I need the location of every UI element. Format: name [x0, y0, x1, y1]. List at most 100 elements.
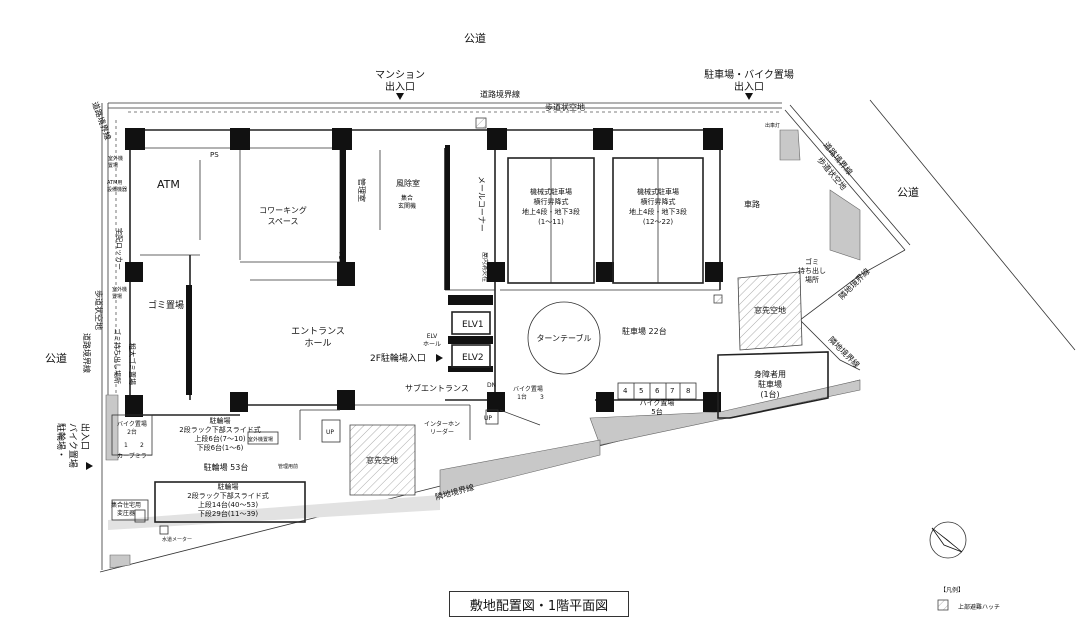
- bike-slot-8: 8: [686, 387, 690, 395]
- rack2-lower: 下段29台(11～39): [198, 509, 258, 518]
- parking-entrance-1: 駐車場・バイク置場: [704, 68, 794, 81]
- bike-left-1: バイク置場: [117, 420, 147, 428]
- rack2-upper: 上段14台(40～53): [198, 500, 258, 509]
- outdoor-unit-2a: 室外機: [112, 286, 127, 293]
- mail-corner: メールコーナー: [477, 176, 486, 232]
- mech1-line4: (1～11): [538, 218, 564, 226]
- walkway-left: 歩道状空地: [94, 290, 104, 330]
- rack1-upper: 上段6台(7～10): [194, 434, 246, 443]
- coworking-2: スペース: [267, 217, 298, 226]
- road-boundary-left: 道路境界線: [82, 333, 92, 373]
- bike-slot-4: 4: [623, 387, 628, 395]
- accessible-1: 身障者用: [754, 369, 786, 379]
- gomi-mochidashi-2: 持ち出し: [798, 266, 826, 275]
- up-stairs-2: UP: [484, 415, 492, 422]
- shugo-genkan-2: 玄関機: [398, 202, 416, 210]
- mech2-line2: 横行昇降式: [641, 197, 676, 206]
- indoor-hydrant: 屋内消火栓: [481, 252, 489, 282]
- gomi-okiba: ゴミ置場: [148, 299, 184, 311]
- bike-small-2: 1台: [517, 393, 527, 401]
- accessible-parking: [717, 351, 829, 419]
- madosaki-2: 窓先空地: [366, 455, 398, 465]
- compass: [929, 521, 967, 559]
- legend-title: 【凡例】: [940, 586, 964, 594]
- madosaki-1: 窓先空地: [754, 305, 786, 315]
- fuujoshitsu: 風除室: [396, 178, 420, 188]
- road-boundary-top: 道路境界線: [480, 89, 520, 99]
- atm-equipment-2: 設備機器: [107, 186, 127, 193]
- legend: 【凡例】 上部避難ハッチ: [940, 586, 1000, 611]
- outdoor-unit-3: 室外機置場: [248, 436, 273, 443]
- bicycle-entrance-1: 駐輪場・: [55, 423, 67, 459]
- bike-small-3: 3: [540, 394, 544, 401]
- entrance-arrows: [86, 93, 753, 470]
- building-walls: [129, 129, 721, 440]
- bicycle-2f-entrance: 2F駐輪場入口: [370, 352, 426, 364]
- gomi-carry-out: ゴミ持ち出し場所: [113, 328, 122, 384]
- elevators: [451, 311, 491, 368]
- parking-labels: 機械式駐車場 横行昇降式 地上4段・地下3段 (1～11) 機械式駐車場 横行昇…: [366, 187, 826, 465]
- bike-left-num-1: 1: [124, 442, 128, 449]
- rack1-title: 駐輪場: [210, 416, 231, 425]
- outdoor-unit-1b: 置場: [108, 162, 118, 169]
- parking-entrance-2: 出入口: [734, 80, 764, 93]
- mech2-line3: 地上4段・地下3段: [629, 207, 687, 216]
- transformer-1: 集合住宅用: [111, 501, 141, 509]
- bicycle-entrance-3: 出入口: [79, 423, 91, 450]
- curve-mirror: カーブミラー: [117, 452, 153, 460]
- mechanical-parking: [507, 157, 704, 284]
- entrance-hall-2: ホール: [304, 338, 331, 349]
- rack2-title: 駐輪場: [218, 482, 239, 491]
- ps2: PS: [337, 252, 344, 260]
- bike-slot-5: 5: [639, 387, 643, 395]
- bicycle-total: 駐輪場 53台: [204, 462, 249, 472]
- road-north: 公道: [464, 31, 486, 45]
- accessible-2: 駐車場: [758, 379, 782, 389]
- bike-label-1: バイク置場: [640, 398, 675, 407]
- accessible-3: (1台): [760, 389, 779, 399]
- bike-small-1: バイク置場: [513, 385, 543, 393]
- walkway-top: 歩道状空地: [545, 102, 585, 112]
- sub-entrance: サブエントランス: [405, 383, 469, 393]
- gomi-mochidashi-1: ゴミ: [805, 257, 819, 266]
- mech2-line4: (12～22): [643, 218, 674, 226]
- up-stairs-1: UP: [326, 429, 334, 436]
- elv1: ELV1: [462, 320, 484, 330]
- interphone-2: リーダー: [430, 428, 454, 436]
- columns: [125, 128, 723, 417]
- planting-areas: [105, 129, 861, 569]
- mech1-line3: 地上4段・地下3段: [522, 207, 580, 216]
- elv-hall-2: ホール: [423, 341, 441, 348]
- bicycle-labels: バイク置場 2台 1 2 カーブミラー 駐輪場 2段ラック下部スライド式 上段6…: [117, 416, 269, 518]
- ps-label: PS: [210, 151, 219, 159]
- outdoor-unit-2b: 置場: [112, 293, 122, 300]
- driveway: 車路: [744, 199, 760, 209]
- mansion-entrance-2: 出入口: [385, 80, 415, 93]
- atm-equipment-1: ATM用: [107, 180, 122, 186]
- elv-hall-1: ELV: [427, 333, 438, 340]
- mech1-line1: 機械式駐車場: [530, 187, 572, 196]
- water-meter: 水道メーター: [162, 536, 192, 543]
- bike-left-2: 2台: [127, 428, 137, 436]
- kanrishitsu: 管理室: [357, 178, 367, 202]
- room-labels: ATM PS コワーキング スペース 管理室 風除室 集合 玄関機 メールコーナ…: [107, 122, 780, 543]
- interphone-1: インターホン: [424, 420, 460, 428]
- turntable: [527, 301, 601, 375]
- bike-slot-7: 7: [670, 387, 674, 395]
- mech2-line1: 機械式駐車場: [637, 187, 679, 196]
- rack1-lower: 下段6台(1～6): [197, 443, 244, 452]
- transformer-2: 変圧器: [117, 509, 135, 517]
- entrance-labels: マンション 出入口 駐車場・バイク置場 出入口 駐輪場・ バイク置場 出入口 2…: [55, 68, 794, 468]
- outdoor-unit-1a: 室外機: [108, 155, 123, 162]
- kanri-yogu: 管理用前: [278, 463, 298, 470]
- legend-item: 上部避難ハッチ: [958, 603, 1000, 611]
- elv2: ELV2: [462, 353, 484, 363]
- mech1-line2: 横行昇降式: [534, 197, 569, 206]
- bicycle-racks: [111, 409, 541, 535]
- neighbor-boundary-1: 隣地境界線: [836, 266, 871, 301]
- road-east: 公道: [897, 185, 919, 199]
- atm-room: ATM: [157, 178, 180, 191]
- bike-label-2: 5台: [651, 407, 662, 416]
- mansion-entrance-1: マンション: [375, 70, 425, 81]
